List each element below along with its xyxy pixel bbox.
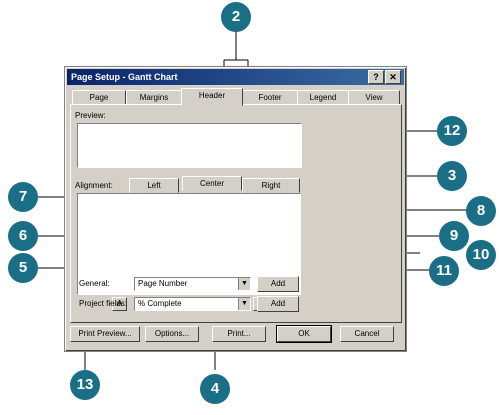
tab-header[interactable]: Header [181, 88, 243, 106]
alignment-tab-center[interactable]: Center [182, 176, 242, 191]
project-fields-select-value: % Complete [138, 299, 182, 308]
preview-box [77, 123, 302, 168]
tab-margins[interactable]: Margins [126, 90, 182, 105]
callout-12: 12 [437, 116, 467, 146]
chevron-down-icon[interactable]: ▼ [238, 298, 250, 310]
tab-legend[interactable]: Legend [297, 90, 349, 105]
print-button[interactable]: Print... [212, 326, 266, 342]
tab-page[interactable]: Page [72, 90, 126, 105]
options-button[interactable]: Options... [145, 326, 199, 342]
dialog-title: Page Setup - Gantt Chart [71, 72, 178, 82]
general-select-value: Page Number [138, 279, 188, 288]
callout-8: 8 [466, 196, 496, 226]
alignment-label: Alignment: [75, 181, 113, 190]
alignment-tab-right[interactable]: Right [242, 178, 300, 193]
preview-label: Preview: [75, 111, 106, 120]
help-button[interactable]: ? [368, 70, 384, 84]
page-setup-dialog: Page Setup - Gantt Chart ? ✕ Page Margin… [64, 66, 407, 352]
callout-3: 3 [437, 161, 467, 191]
general-label: General: [79, 279, 110, 288]
callout-4: 4 [200, 374, 230, 404]
ok-button[interactable]: OK [276, 325, 332, 343]
format-font-icon[interactable]: A [112, 297, 127, 311]
callout-13: 13 [70, 370, 100, 400]
callout-6: 6 [8, 221, 38, 251]
chevron-down-icon[interactable]: ▼ [238, 278, 250, 290]
project-fields-add-button[interactable]: Add [257, 296, 299, 312]
project-fields-label: Project fields: [79, 299, 128, 308]
alignment-tab-left[interactable]: Left [129, 178, 179, 193]
general-add-button[interactable]: Add [257, 276, 299, 292]
title-bar: Page Setup - Gantt Chart ? ✕ [67, 69, 404, 85]
tab-strip: Page Margins Header Footer Legend View [70, 88, 400, 106]
tab-footer[interactable]: Footer [242, 90, 298, 105]
callout-2: 2 [221, 2, 251, 32]
tab-view[interactable]: View [348, 90, 400, 105]
cancel-button[interactable]: Cancel [340, 326, 394, 342]
callout-10: 10 [466, 240, 496, 270]
callout-5: 5 [8, 253, 38, 283]
general-select[interactable]: Page Number ▼ [134, 277, 251, 291]
callout-11: 11 [429, 256, 459, 286]
close-button[interactable]: ✕ [385, 70, 401, 84]
callout-7: 7 [8, 182, 38, 212]
print-preview-button[interactable]: Print Preview... [70, 326, 140, 342]
callout-9: 9 [439, 221, 469, 251]
project-fields-select[interactable]: % Complete ▼ [134, 297, 251, 311]
